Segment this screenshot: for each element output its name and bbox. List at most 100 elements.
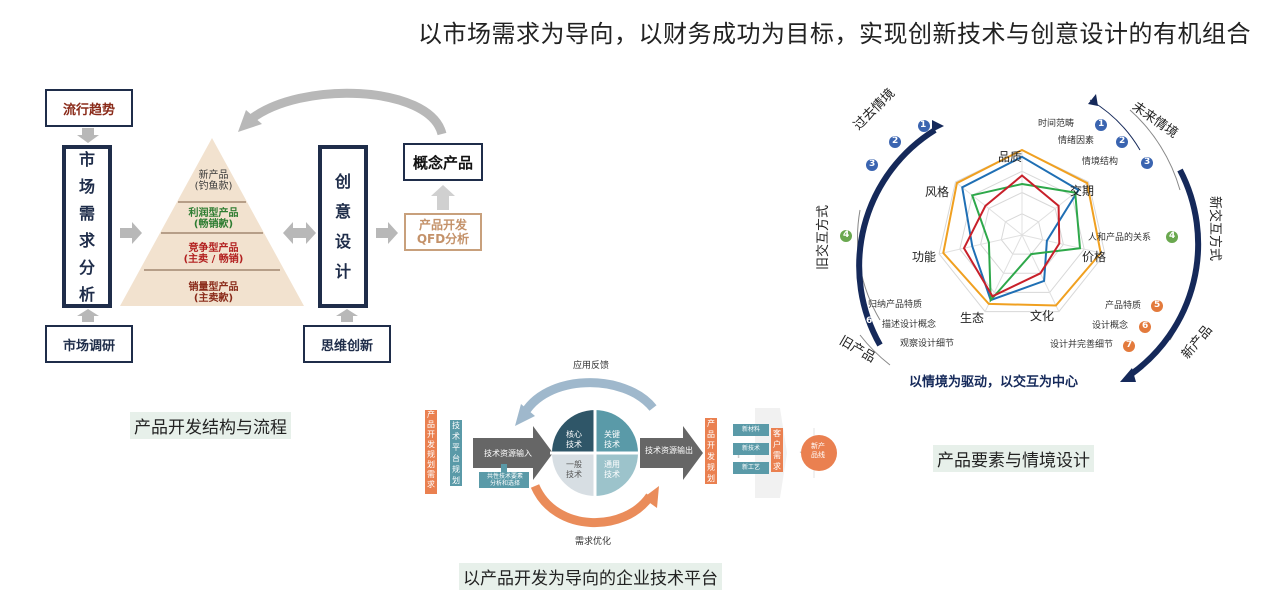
req-char: 发 [427, 440, 435, 449]
trend-box: 流行趋势 [45, 89, 133, 127]
platform-char: 规 [452, 465, 460, 474]
customer-char: 户 [773, 440, 781, 449]
req-char: 开 [427, 430, 435, 439]
output-label: 技术资源输出 [645, 446, 693, 455]
material-item: 新材料 [733, 424, 769, 436]
new-interaction-label: 新交互方式 [1207, 196, 1222, 262]
radar-label-style: 风格 [925, 185, 950, 199]
plan-char: 产 [707, 419, 715, 428]
plan-char: 发 [707, 452, 715, 461]
step-label: 情绪因素 [1058, 136, 1095, 146]
quadrant-common: 通用 技术 [604, 460, 620, 479]
pyramid-sub: (主卖款) [193, 293, 234, 304]
sub-label: 共性技术要素 [486, 473, 523, 480]
plan-char: 规 [707, 463, 715, 472]
radar-label-delivery: 交期 [1070, 184, 1095, 198]
future-step-7: 7 [1126, 340, 1133, 350]
radar-label-quality: 品质 [998, 150, 1023, 164]
plan-char: 开 [707, 441, 715, 450]
radar-label-function: 功能 [912, 250, 937, 264]
old-interaction-label: 旧交互方式 [816, 204, 831, 270]
pyramid-sub: (畅销款) [193, 219, 234, 230]
page-title: 以市场需求为导向，以财务成功为目标，实现创新技术与创意设计的有机组合 [418, 20, 1251, 48]
middle-caption: 以产品开发为导向的企业技术平台 [459, 563, 722, 590]
creative-char: 创 [334, 171, 351, 191]
future-step-6: 6 [1142, 321, 1149, 331]
req-char: 产 [427, 410, 435, 419]
future-step-1: 1 [1098, 119, 1105, 129]
platform-char: 划 [452, 476, 460, 485]
pyramid-label: 销量型产品 [188, 282, 239, 293]
req-char: 品 [427, 420, 435, 429]
qfd-line: QFD分析 [416, 232, 470, 246]
product-plan-box: 产 品 开 发 规 划 [705, 418, 717, 484]
radar-label-ecology: 生态 [960, 311, 985, 325]
step-label: 人和产品的关系 [1088, 233, 1152, 243]
sub-label: 分析和选择 [489, 480, 520, 487]
req-char: 求 [427, 480, 435, 489]
tech-platform-graphics: + + [473, 378, 837, 528]
customer-char: 客 [773, 429, 781, 438]
concept-product-box: 概念产品 [403, 143, 483, 181]
new-product-line: 新产 品线 [803, 442, 833, 460]
step-label: 产品特质 [1105, 301, 1142, 311]
market-research-box: 市场调研 [45, 325, 133, 363]
customer-char: 需 [773, 451, 781, 460]
product-pyramid [120, 138, 304, 306]
creative-design-box: 创 意 设 计 [318, 145, 368, 308]
platform-plan-box: 技 术 平 台 规 划 [450, 420, 462, 486]
new-product-text: 品线 [811, 451, 825, 459]
creative-char: 计 [334, 261, 351, 281]
material-item: 新工艺 [733, 462, 769, 474]
radar-label-culture: 文化 [1030, 309, 1055, 323]
qfd-analysis-box: 产品开发 QFD分析 [404, 213, 482, 251]
platform-char: 台 [452, 454, 460, 463]
pyramid-label: 竞争型产品 [188, 243, 239, 254]
future-step-2: 2 [1119, 136, 1126, 146]
pyramid-label: 新产品 [198, 170, 229, 181]
requirement-box: 产 品 开 发 规 划 需 求 [425, 410, 437, 494]
past-step-2: 2 [892, 136, 899, 146]
req-char: 规 [427, 450, 435, 459]
quadrant-core: 核心 技术 [566, 430, 582, 449]
market-analysis-box: 市 场 需 求 分 析 [62, 145, 112, 308]
customer-char: 求 [773, 462, 781, 471]
market-char: 需 [78, 203, 95, 223]
market-char: 求 [78, 230, 95, 250]
future-step-5: 5 [1154, 300, 1161, 310]
pyramid-sub: (主卖 / 畅销) [183, 254, 244, 265]
past-step-6: 6 [866, 316, 873, 326]
step-label: 设计概念 [1092, 321, 1129, 331]
creative-char: 意 [334, 201, 351, 221]
pyramid-sub: (钓鱼款) [194, 181, 233, 192]
pyramid-level-1: 新产品 (钓鱼款) [176, 170, 251, 192]
center-caption: 以情境为驱动，以交互为中心 [909, 375, 1079, 390]
pyramid-level-2: 利润型产品 (畅销款) [166, 208, 261, 230]
market-char: 析 [78, 284, 95, 304]
step-label: 情境结构 [1082, 157, 1119, 167]
pyramid-level-4: 销量型产品 (主卖款) [156, 282, 271, 304]
left-arrows [77, 88, 455, 322]
platform-char: 术 [452, 432, 460, 441]
radar-spoke [955, 181, 1023, 236]
radar-spoke [1021, 234, 1106, 255]
left-caption: 产品开发结构与流程 [130, 412, 291, 439]
input-label: 技术资源输入 [484, 449, 532, 458]
past-step-4: 4 [843, 230, 850, 240]
customer-need-box: 客 户 需 求 [771, 428, 783, 472]
platform-char: 技 [452, 421, 460, 430]
pyramid-label: 利润型产品 [188, 208, 239, 219]
optimize-label: 需求优化 [575, 537, 612, 547]
creative-char: 设 [334, 231, 351, 251]
past-step-3: 3 [869, 159, 876, 169]
radar-label-price: 价格 [1082, 250, 1107, 264]
market-char: 分 [78, 257, 95, 277]
thinking-innovation-box: 思维创新 [303, 325, 391, 363]
market-char: 场 [78, 176, 95, 196]
step-label: 描述设计概念 [882, 320, 937, 330]
pyramid-level-3: 竞争型产品 (主卖 / 畅销) [156, 243, 271, 265]
future-step-3: 3 [1144, 157, 1151, 167]
req-char: 需 [427, 470, 435, 479]
step-label: 归纳产品特质 [868, 300, 923, 310]
market-char: 市 [78, 149, 95, 169]
